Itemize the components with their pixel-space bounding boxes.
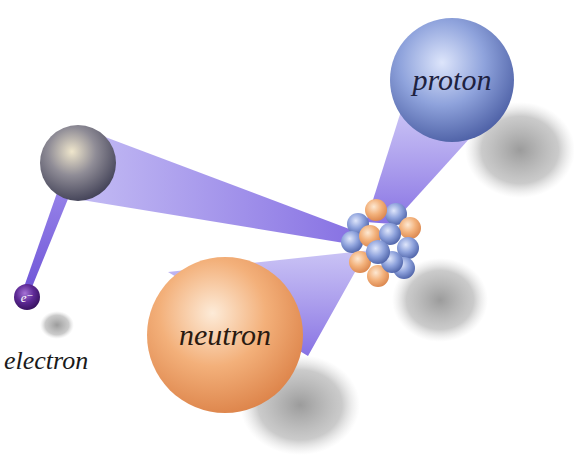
particle-name: neutron	[179, 320, 271, 350]
nucleus-shadow	[392, 258, 488, 342]
particle-name: proton	[413, 65, 492, 95]
particle-name: electron	[4, 348, 88, 374]
zoom-cone	[24, 190, 70, 287]
proton-sphere: proton	[390, 18, 514, 142]
particle-symbol: e⁻	[21, 291, 34, 304]
neutron-sphere: neutron	[147, 257, 303, 413]
atom-sphere	[40, 125, 116, 201]
zoom-cone	[76, 126, 352, 244]
electron-sphere: e⁻electron	[14, 284, 40, 310]
nucleus-cluster	[341, 199, 421, 287]
electron-shadow	[40, 311, 74, 339]
